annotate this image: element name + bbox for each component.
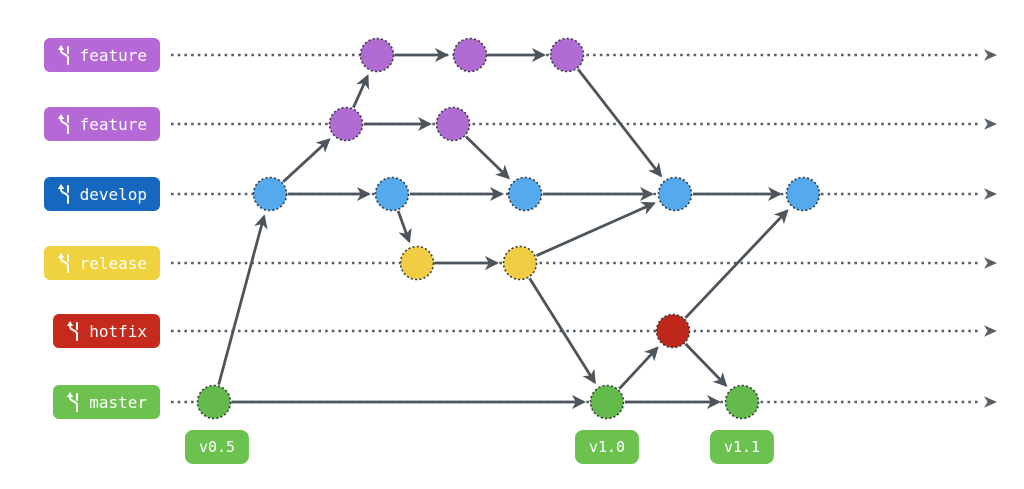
commit-node-d-4 (657, 176, 693, 212)
lane-arrowhead-feature-1 (984, 49, 997, 61)
commit-edge-d-2-r-1 (396, 210, 412, 244)
commit-node-f1-3 (549, 37, 585, 73)
commit-edge-m-2-h-1 (618, 346, 659, 390)
commit-edge-r-2-d-4 (535, 201, 656, 257)
branch-icon (67, 320, 79, 341)
lane-arrowhead-master (984, 396, 997, 408)
commit-node-d-1 (252, 176, 288, 212)
lane-arrowhead-release (984, 257, 997, 269)
commit-edge-f2-2-d-3 (464, 135, 510, 180)
lane-arrowhead-hotfix (984, 325, 997, 337)
commit-edge-d-1-f2-1 (282, 138, 331, 183)
commit-node-r-1 (399, 245, 435, 281)
branch-badge-feature-1: feature (43, 38, 160, 72)
version-tag-v0.5: v0.5 (184, 430, 250, 464)
commit-node-r-2 (502, 245, 538, 281)
commit-node-f1-2 (452, 37, 488, 73)
branch-badge-develop: develop (43, 177, 160, 211)
commit-node-m-2 (589, 384, 625, 420)
branch-badge-label: hotfix (89, 321, 147, 341)
commit-node-d-5 (785, 176, 821, 212)
branch-badge-label: feature (79, 45, 147, 65)
commit-edge-h-1-m-3 (684, 342, 728, 387)
branch-badge-label: develop (79, 184, 147, 204)
commit-node-f1-1 (359, 37, 395, 73)
commit-node-m-3 (724, 384, 760, 420)
branch-badge-hotfix: hotfix (53, 314, 160, 348)
branch-badge-label: master (89, 392, 147, 412)
commit-node-h-1 (655, 313, 691, 349)
branch-icon (57, 113, 69, 134)
branch-badge-release: release (43, 246, 160, 280)
version-tag-v1.0: v1.0 (574, 430, 640, 464)
lane-arrowhead-feature-2 (984, 118, 997, 130)
branch-badge-feature-2: feature (43, 107, 160, 141)
commit-node-m-1 (196, 384, 232, 420)
commit-node-d-2 (374, 176, 410, 212)
commit-edge-f2-1-f1-1 (352, 74, 370, 109)
commit-edge-f1-3-d-4 (576, 68, 663, 178)
commit-edge-r-2-m-2 (528, 277, 596, 385)
branch-badge-label: feature (79, 114, 147, 134)
commit-edge-m-1-d-1 (217, 214, 268, 385)
branch-icon (57, 252, 69, 273)
branch-icon (57, 183, 69, 204)
commit-node-f2-1 (328, 106, 364, 142)
branch-icon (67, 391, 79, 412)
branch-badge-label: release (79, 253, 147, 273)
commit-node-d-3 (507, 176, 543, 212)
lane-arrowhead-develop (984, 188, 997, 200)
branch-badge-master: master (53, 385, 160, 419)
version-tag-v1.1: v1.1 (709, 430, 775, 464)
commit-edge-h-1-d-5 (684, 209, 789, 319)
commit-node-f2-2 (435, 106, 471, 142)
branch-icon (57, 44, 69, 65)
